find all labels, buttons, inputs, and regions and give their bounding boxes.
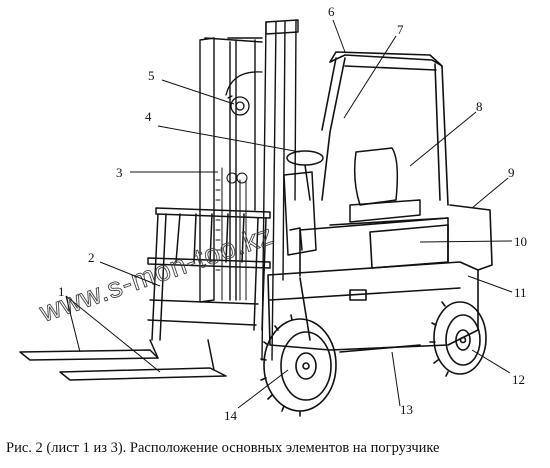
callout-7: 7 [397,22,404,37]
truck-body [267,204,493,353]
watermark: www.s-mon-too.kz [35,219,277,328]
callout-2: 2 [88,250,95,265]
callout-11: 11 [514,285,527,300]
callout-numbers: 1 2 3 4 5 6 7 8 9 10 11 12 13 14 [58,4,527,423]
callout-4: 4 [145,109,152,124]
figure-caption: Рис. 2 (лист 1 из 3). Расположение основ… [6,440,440,456]
fork-carriage [147,207,271,341]
rear-wheel [429,301,487,377]
mast-lamp [225,71,263,116]
leader-lines [65,19,513,409]
callout-13: 13 [400,402,413,417]
callout-5: 5 [148,68,155,83]
callout-6: 6 [328,4,335,19]
callout-8: 8 [476,99,483,114]
lift-chain [213,167,248,301]
callout-14: 14 [224,408,238,423]
operator-seat [349,147,421,223]
forks [19,339,227,381]
callout-9: 9 [508,165,515,180]
callout-10: 10 [514,234,527,249]
steering [283,150,324,256]
callout-1: 1 [58,284,65,299]
callout-12: 12 [512,372,525,387]
callout-3: 3 [116,165,123,180]
front-wheel [260,314,337,417]
overhead-guard [321,51,449,206]
mast [199,19,299,361]
